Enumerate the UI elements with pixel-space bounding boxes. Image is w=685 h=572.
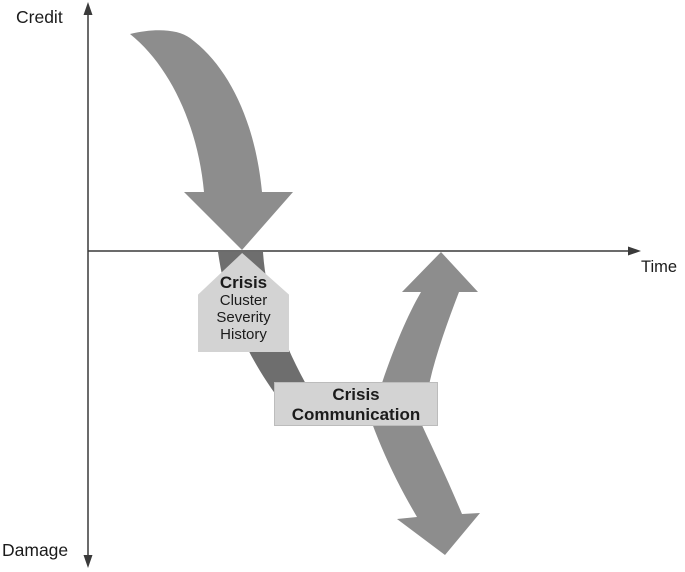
crisis-communication-panel: Crisis Communication <box>274 382 438 426</box>
crisis-panel-item-history: History <box>220 326 267 343</box>
recovery-up-arrow <box>378 252 478 395</box>
x-axis-right-arrowhead <box>628 246 641 256</box>
crisis-communication-line1: Crisis <box>332 385 380 404</box>
damage-axis-label: Damage <box>2 540 69 560</box>
credit-decline-arrow <box>130 30 293 250</box>
y-axis <box>83 2 93 568</box>
y-axis-down-arrowhead <box>83 555 93 568</box>
crisis-panel-text: Crisis Cluster Severity History <box>198 253 289 344</box>
y-axis-up-arrowhead <box>83 2 93 15</box>
crisis-communication-line2: Communication <box>291 405 421 424</box>
crisis-panel-item-cluster: Cluster <box>219 292 268 309</box>
time-axis-label: Time <box>641 258 678 276</box>
credit-axis-label: Credit <box>16 7 63 27</box>
crisis-panel-title: Crisis <box>219 273 268 292</box>
damage-down-arrow <box>368 412 480 555</box>
x-axis <box>88 246 641 256</box>
crisis-panel-item-severity: Severity <box>216 309 271 326</box>
